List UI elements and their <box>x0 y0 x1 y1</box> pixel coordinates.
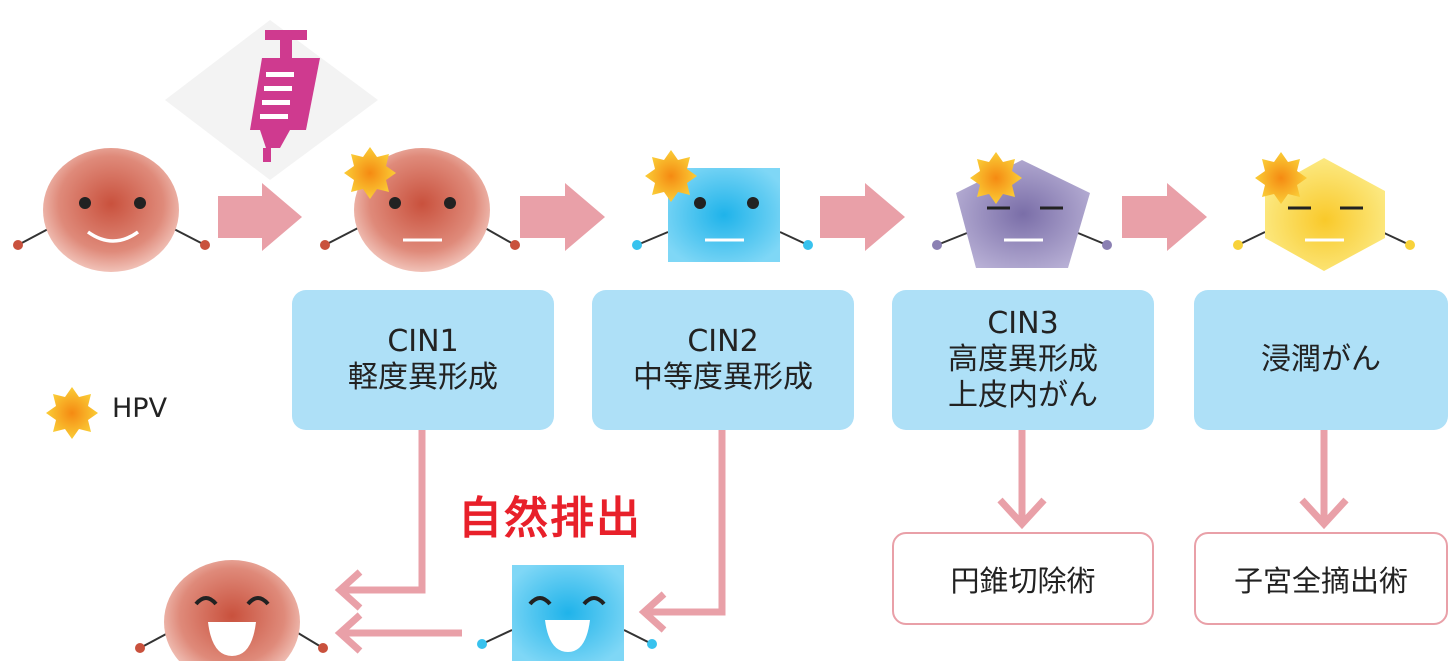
progression-arrow-3 <box>820 183 905 251</box>
cin3-pentagon-cell <box>932 152 1112 268</box>
cin2-square-cell <box>632 150 813 262</box>
treatment-arrow-cancer <box>1299 430 1349 530</box>
stage-invasive-cancer-name: 浸潤がん <box>1261 342 1381 377</box>
progression-arrow-1 <box>218 183 302 251</box>
recovered-square-cell <box>477 565 657 661</box>
progression-arrow-2 <box>520 183 605 251</box>
hpv-star-icon <box>344 147 396 199</box>
treatment-conization-label: 円錐切除術 <box>950 563 1096 598</box>
clearance-path-cin1 <box>334 430 462 654</box>
stage-cin2-code: CIN2 <box>687 324 759 359</box>
invasive-cancer-hexagon-cell <box>1233 152 1415 271</box>
clearance-path-cin2 <box>638 430 726 633</box>
recovered-normal-cell <box>135 560 328 661</box>
stage-box-cin3: CIN3 高度異形成 上皮内がん <box>892 290 1154 430</box>
treatment-arrow-cin3 <box>997 430 1047 530</box>
stage-cin1-name: 軽度異形成 <box>348 360 498 395</box>
hpv-infected-cell <box>320 147 520 272</box>
stage-cin1-code: CIN1 <box>387 324 459 359</box>
normal-cell-smiling <box>13 148 210 272</box>
progression-arrow-4 <box>1122 183 1207 251</box>
stage-box-invasive-cancer: 浸潤がん <box>1194 290 1448 430</box>
stage-cin3-subname: 上皮内がん <box>948 378 1098 413</box>
vaccine-syringe-icon <box>165 20 378 180</box>
hpv-star-icon <box>1255 152 1307 204</box>
stage-cin3-code: CIN3 <box>987 306 1059 341</box>
hpv-star-icon <box>970 152 1022 204</box>
natural-clearance-label: 自然排出 <box>458 493 642 544</box>
hpv-star-icon <box>645 150 697 202</box>
stage-box-cin2: CIN2 中等度異形成 <box>592 290 854 430</box>
legend-hpv-label: HPV <box>112 393 168 424</box>
hpv-star-icon <box>46 387 98 439</box>
stage-cin3-name: 高度異形成 <box>948 342 1098 377</box>
treatment-hysterectomy-label: 子宮全摘出術 <box>1233 563 1408 598</box>
stage-cin2-name: 中等度異形成 <box>633 360 813 395</box>
treatment-box-hysterectomy: 子宮全摘出術 <box>1194 532 1448 625</box>
treatment-box-conization: 円錐切除術 <box>892 532 1154 625</box>
stage-box-cin1: CIN1 軽度異形成 <box>292 290 554 430</box>
